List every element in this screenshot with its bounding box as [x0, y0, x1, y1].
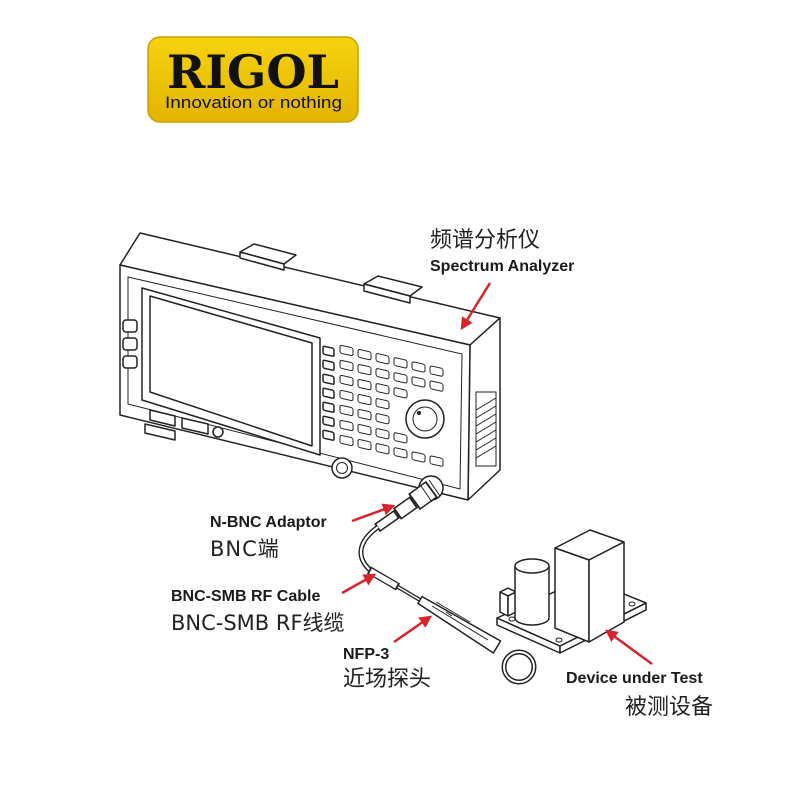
keypad-key	[393, 372, 408, 384]
keypad-key	[429, 380, 444, 392]
analyzer-side	[467, 317, 501, 501]
near-field-probe-drawing	[417, 595, 537, 685]
keypad-key	[411, 376, 426, 388]
cable-label-en: BNC-SMB RF Cable	[171, 588, 320, 605]
keypad-key	[357, 379, 372, 391]
keypad-key	[357, 424, 372, 436]
keypad-key	[375, 353, 390, 365]
analyzer-label-zh: 频谱分析仪	[430, 228, 540, 253]
keypad-key	[375, 428, 390, 440]
analyzer-handle-left-side	[239, 251, 285, 271]
adaptor-label-en: N-BNC Adaptor	[210, 514, 327, 531]
analyzer-label-en: Spectrum Analyzer	[430, 258, 574, 275]
logo-badge	[147, 36, 359, 123]
keypad-key	[375, 443, 390, 455]
arrow-probe	[393, 615, 433, 644]
keypad-key	[357, 364, 372, 376]
adaptor-drawing	[374, 479, 441, 533]
keypad-key	[339, 389, 354, 402]
dut-transformer	[554, 529, 625, 643]
probe-handle	[417, 595, 502, 654]
keypad-key	[339, 419, 354, 432]
power-knob	[331, 457, 353, 479]
keypad-key	[375, 368, 390, 380]
analyzer-handle-right-side	[363, 283, 411, 304]
cable-label-zh: BNC-SMB RF线缆	[171, 611, 345, 635]
keypad-key	[393, 357, 408, 369]
keypad-key	[393, 387, 408, 399]
rf-cable-drawing	[358, 524, 422, 602]
rigol-logo: RIGOL Innovation or nothing	[147, 36, 359, 123]
keypad-key	[411, 361, 426, 373]
dut-capacitor	[514, 558, 550, 626]
logo-tagline: Innovation or nothing	[165, 93, 342, 112]
keypad-key	[429, 455, 444, 467]
probe-label-zh: 近场探头	[343, 667, 431, 692]
arrow-cable	[341, 573, 377, 595]
keypad-key	[393, 447, 408, 459]
analyzer-screen	[149, 295, 313, 447]
side-vents	[475, 391, 497, 467]
callout-labels: 频谱分析仪 Spectrum Analyzer N-BNC Adaptor BN…	[171, 228, 713, 720]
keypad-key	[339, 404, 354, 417]
arrow-dut	[604, 629, 653, 666]
bezel-button	[122, 337, 138, 351]
keypad-key	[411, 451, 426, 463]
dut-label-en: Device under Test	[566, 670, 703, 687]
keypad-key	[339, 359, 354, 372]
keypad-key	[375, 398, 390, 410]
keypad-key	[357, 409, 372, 421]
keypad-key	[393, 432, 408, 444]
device-under-test-drawing	[496, 529, 647, 654]
callout-arrows	[341, 282, 653, 666]
keypad-key	[339, 344, 354, 357]
softkey-column	[322, 345, 335, 441]
keypad	[339, 344, 444, 467]
keypad-key	[357, 439, 372, 451]
rotary-knob	[405, 399, 445, 439]
keypad-key	[375, 413, 390, 425]
logo-brand: RIGOL	[167, 45, 339, 99]
bezel-button	[122, 319, 138, 333]
adaptor-label-zh: BNC端	[210, 537, 280, 561]
arrow-adaptor	[351, 503, 396, 523]
keypad-key	[357, 349, 372, 361]
keypad-key	[429, 365, 444, 377]
keypad-key	[357, 394, 372, 406]
keypad-key	[375, 383, 390, 395]
keypad-key	[339, 434, 354, 447]
keypad-key	[339, 374, 354, 387]
arrow-analyzer	[460, 282, 492, 331]
dut-label-zh: 被测设备	[625, 695, 713, 720]
bezel-button	[122, 355, 138, 369]
front-ports	[144, 409, 224, 441]
probe-label-en: NFP-3	[343, 646, 389, 663]
